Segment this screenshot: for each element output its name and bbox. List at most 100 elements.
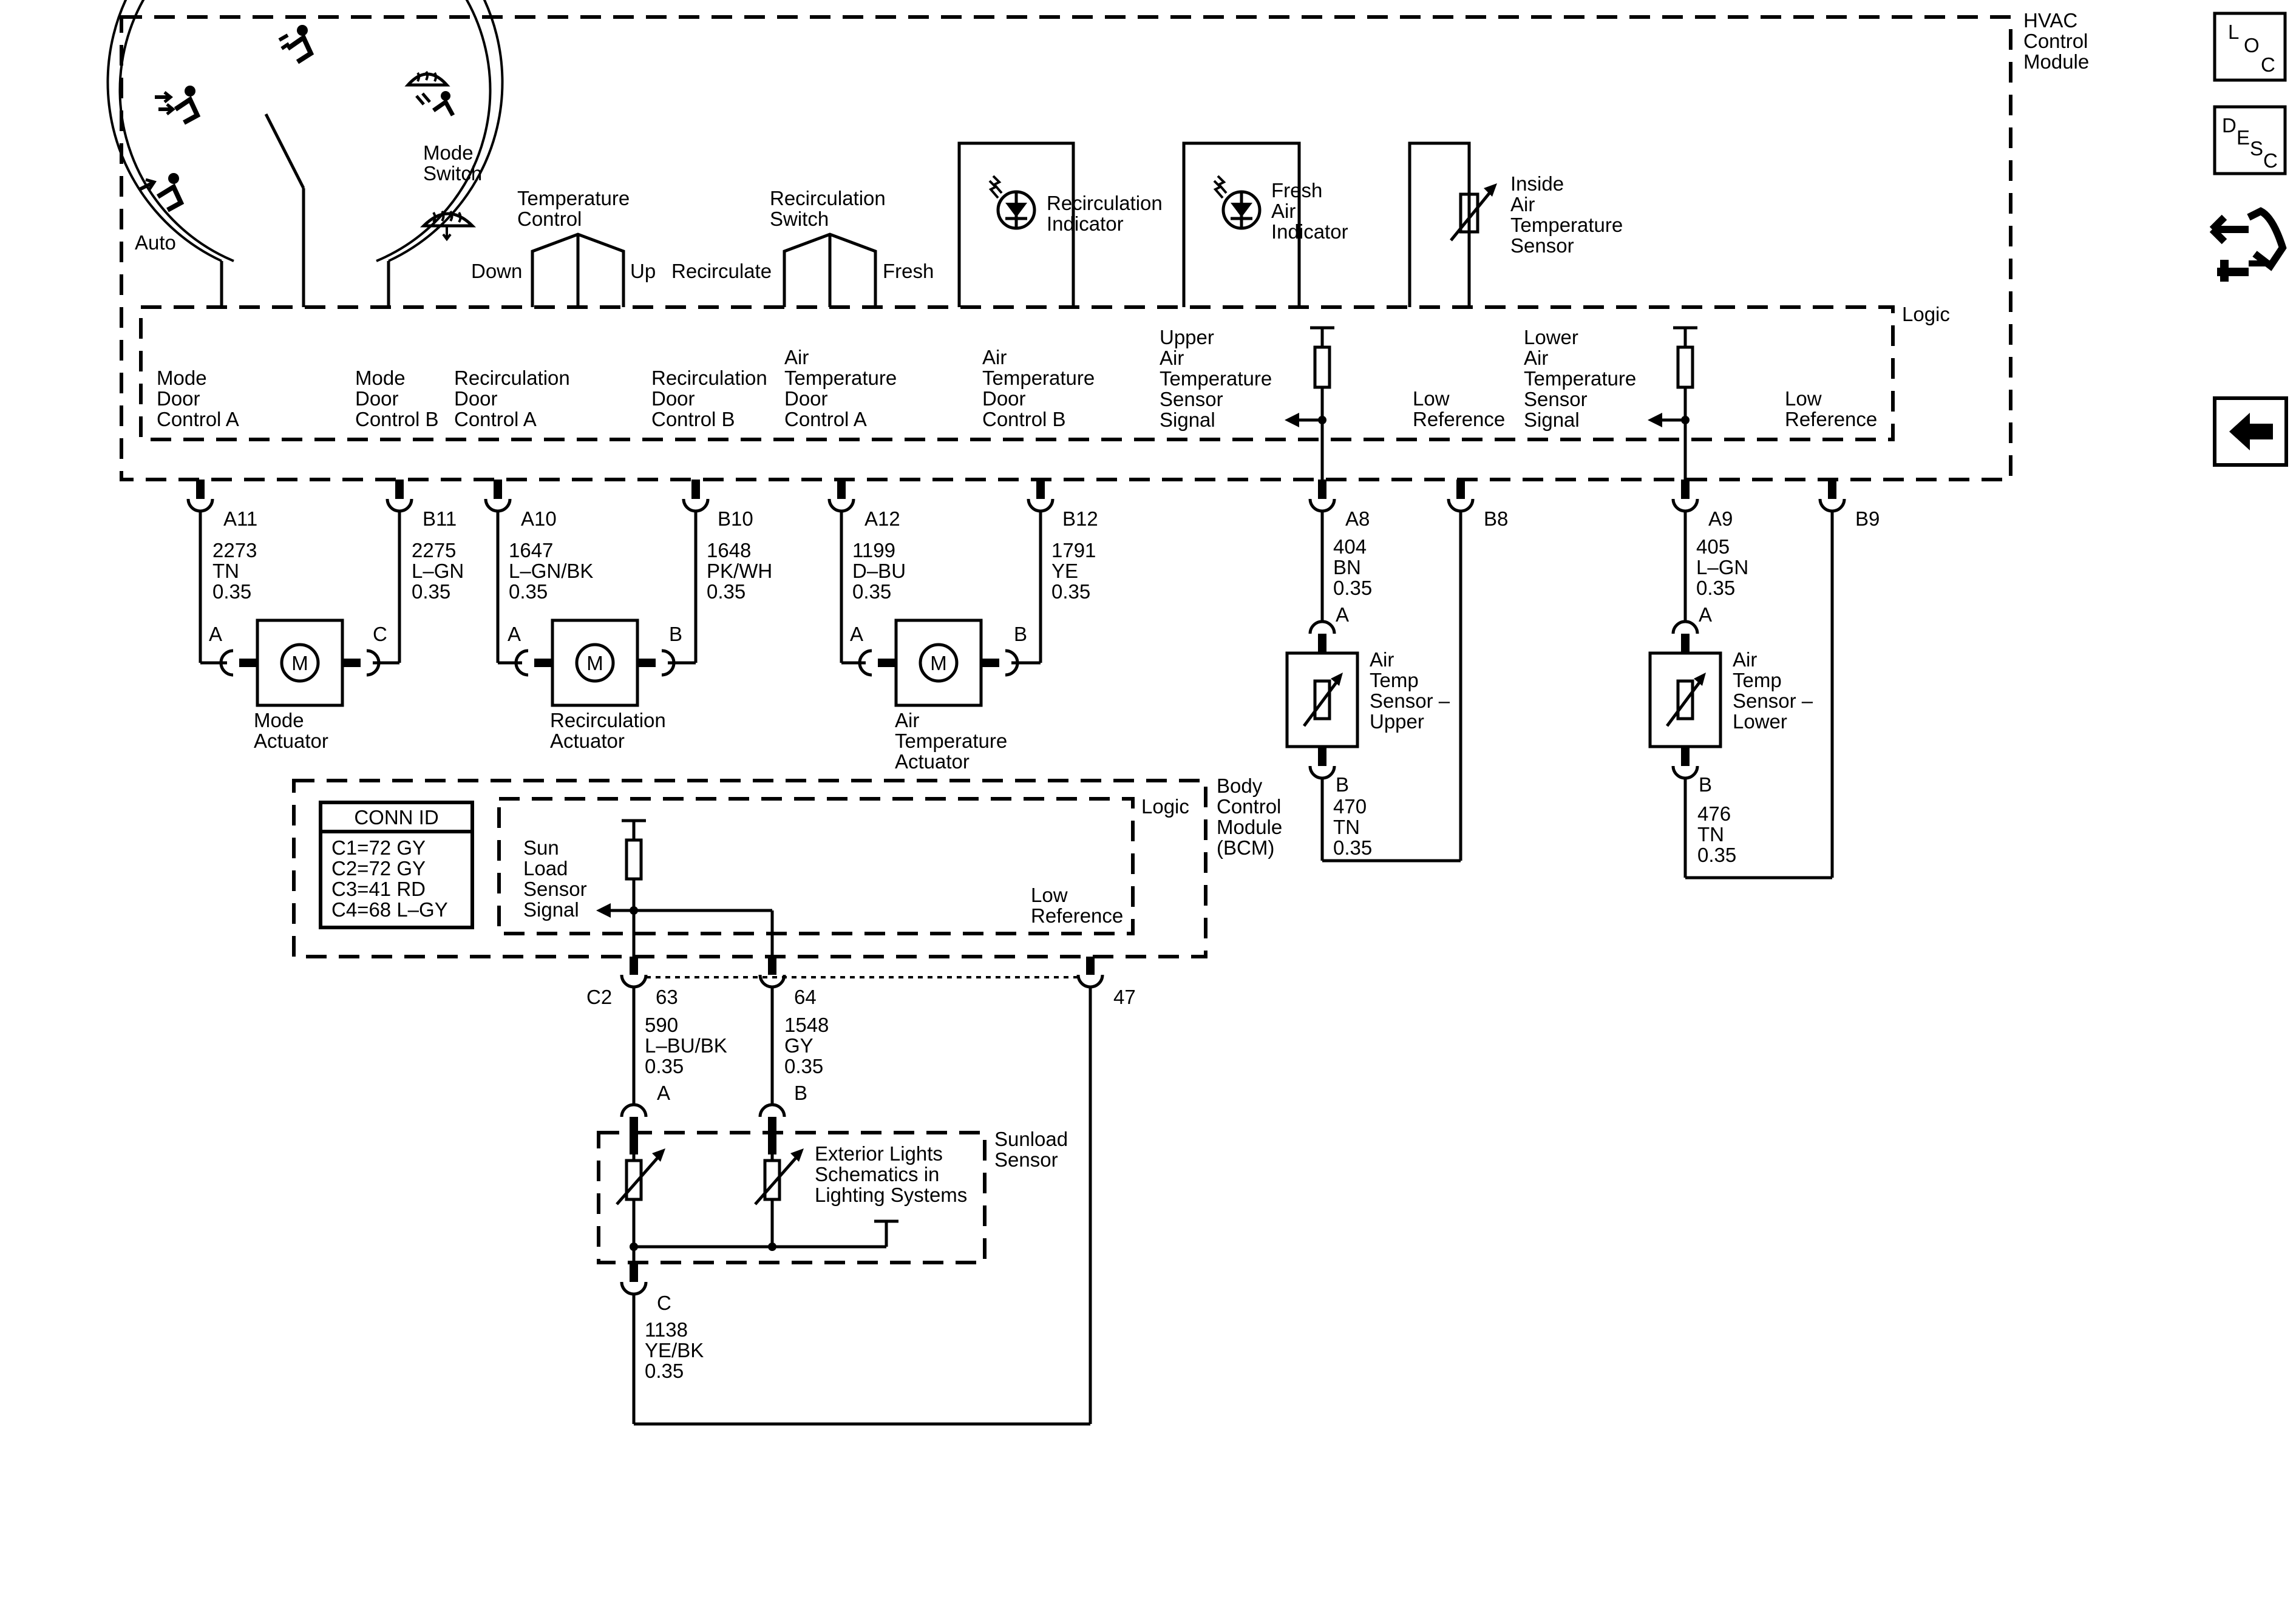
inside-air-sensor-label: Inside Air Temperature Sensor [1510,172,1628,257]
pin-b8: B8 [1447,480,1508,861]
pin-label: A11 [223,507,257,530]
pin-label: 63 [656,986,678,1008]
pin-label: A8 [1345,507,1370,530]
fresh-air-indicator: Fresh Air Indicator [1182,141,1348,307]
mode-switch: Mode Switch Auto [106,0,504,307]
pin-label: B11 [423,507,457,530]
fresh-air-indicator-label: Fresh Air Indicator [1271,179,1348,243]
back-arrow-button[interactable] [2213,396,2288,467]
desc-button[interactable]: D E S C [2213,105,2287,175]
pin-label: B [1336,773,1349,796]
motor-symbol: M [586,652,603,674]
bcm-logic-boundary [497,797,1135,935]
defog-vent-icon [404,70,455,117]
upper-sensor-pullup [1285,326,1334,480]
pin-b9: B9 [1818,480,1880,878]
connector-label: C2 [586,986,612,1008]
pin-label: A [209,623,222,645]
desc-letter: E [2237,126,2250,149]
desc-letter: D [2222,114,2237,137]
bi-level-vent-icon [155,86,201,125]
pin-label: B10 [718,507,753,530]
bcm-logic-label: Logic [1141,795,1189,818]
temp-down-label: Down [471,260,522,282]
hvac-control-module: HVAC Control Module Logic Mode Switch Au… [106,0,2094,481]
loc-letter: O [2244,34,2260,56]
conn-id-row: C4=68 L–GY [331,898,448,921]
lower-sensor-pullup [1648,326,1697,480]
pin-label: B [669,623,682,645]
recirculation-switch-label: Recirculation Switch [770,187,891,230]
hvac-module-boundary [120,15,2012,481]
connector-end-view-icon[interactable] [2209,207,2287,282]
hvac-module-title: HVAC Control Module [2023,9,2094,73]
pin-label: A9 [1708,507,1733,530]
pin-label: B8 [1484,507,1508,530]
motor-symbol: M [930,652,947,674]
temperature-control-label: Temperature Control [517,187,635,230]
back-arrow-icon [2229,413,2273,450]
hvac-logic-boundary [139,305,1895,441]
pin-label: A [508,623,521,645]
pin-label: A [1699,603,1712,626]
defrost-icon [419,210,477,242]
hvac-logic-label: Logic [1902,303,1950,325]
conn-id-row: C2=72 GY [331,857,426,880]
conn-id-title: CONN ID [354,806,438,829]
bcm-boundary [292,779,1207,958]
recirculation-indicator: Recirculation Indicator [957,141,1163,307]
motor-symbol: M [291,652,308,674]
pin-label: A12 [864,507,900,530]
panel-vent-icon [278,25,314,64]
loc-button[interactable]: L O C [2213,12,2287,82]
floor-vent-icon [138,173,185,212]
conn-id-row: C3=41 RD [331,878,426,900]
loc-letter: L [2228,21,2239,43]
conn-id-row: C1=72 GY [331,836,426,859]
conn-id-table: CONN ID C1=72 GY C2=72 GY C3=41 RD C4=68… [319,801,474,929]
pin-label: A [850,623,863,645]
pin-label: B [794,1082,807,1104]
